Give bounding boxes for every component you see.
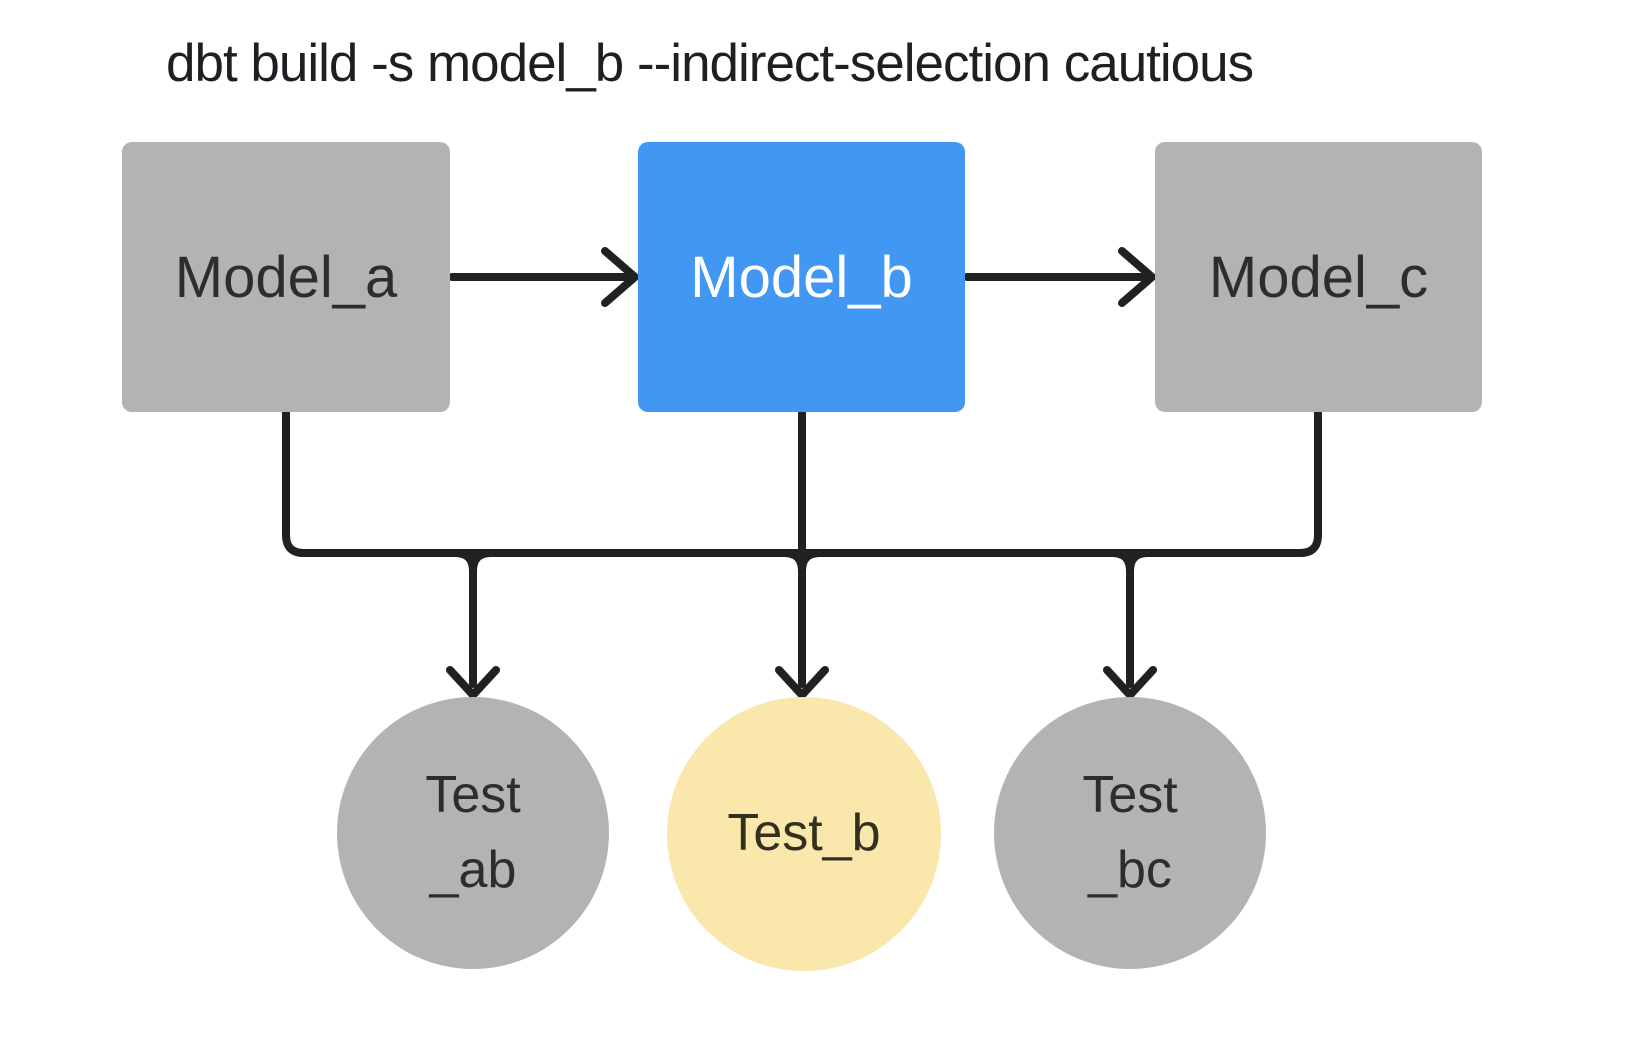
- branch-test-b-fillet-right: [798, 549, 824, 575]
- node-model-c-label: Model_c: [1208, 244, 1429, 310]
- node-test-ab-label-line2: _ab: [429, 841, 517, 899]
- diagram-title: dbt build -s model_b --indirect-selectio…: [166, 34, 1254, 93]
- node-test-bc-label: Test _bc: [1082, 758, 1177, 909]
- node-test-b: Test_b: [667, 697, 941, 971]
- node-model-a: Model_a: [122, 142, 450, 412]
- arrowhead-model-c-icon: [1118, 247, 1156, 307]
- node-test-bc: Test _bc: [994, 697, 1266, 969]
- arrowhead-test-ab-icon: [446, 666, 500, 699]
- node-test-bc-label-line2: _bc: [1088, 841, 1172, 899]
- node-test-ab-label: Test _ab: [425, 758, 520, 909]
- node-test-b-label: Test_b: [727, 804, 881, 863]
- node-test-bc-label-line1: Test: [1082, 765, 1178, 824]
- arrowhead-model-b-icon: [601, 247, 639, 307]
- arrowhead-test-bc-icon: [1103, 666, 1157, 699]
- node-test-ab-label-line1: Test: [425, 765, 521, 824]
- node-model-b-label: Model_b: [690, 244, 913, 310]
- node-model-c: Model_c: [1155, 142, 1482, 412]
- arrowhead-test-b-icon: [775, 666, 829, 699]
- node-model-a-label: Model_a: [174, 244, 398, 310]
- node-model-b: Model_b: [638, 142, 965, 412]
- node-test-ab: Test _ab: [337, 697, 609, 969]
